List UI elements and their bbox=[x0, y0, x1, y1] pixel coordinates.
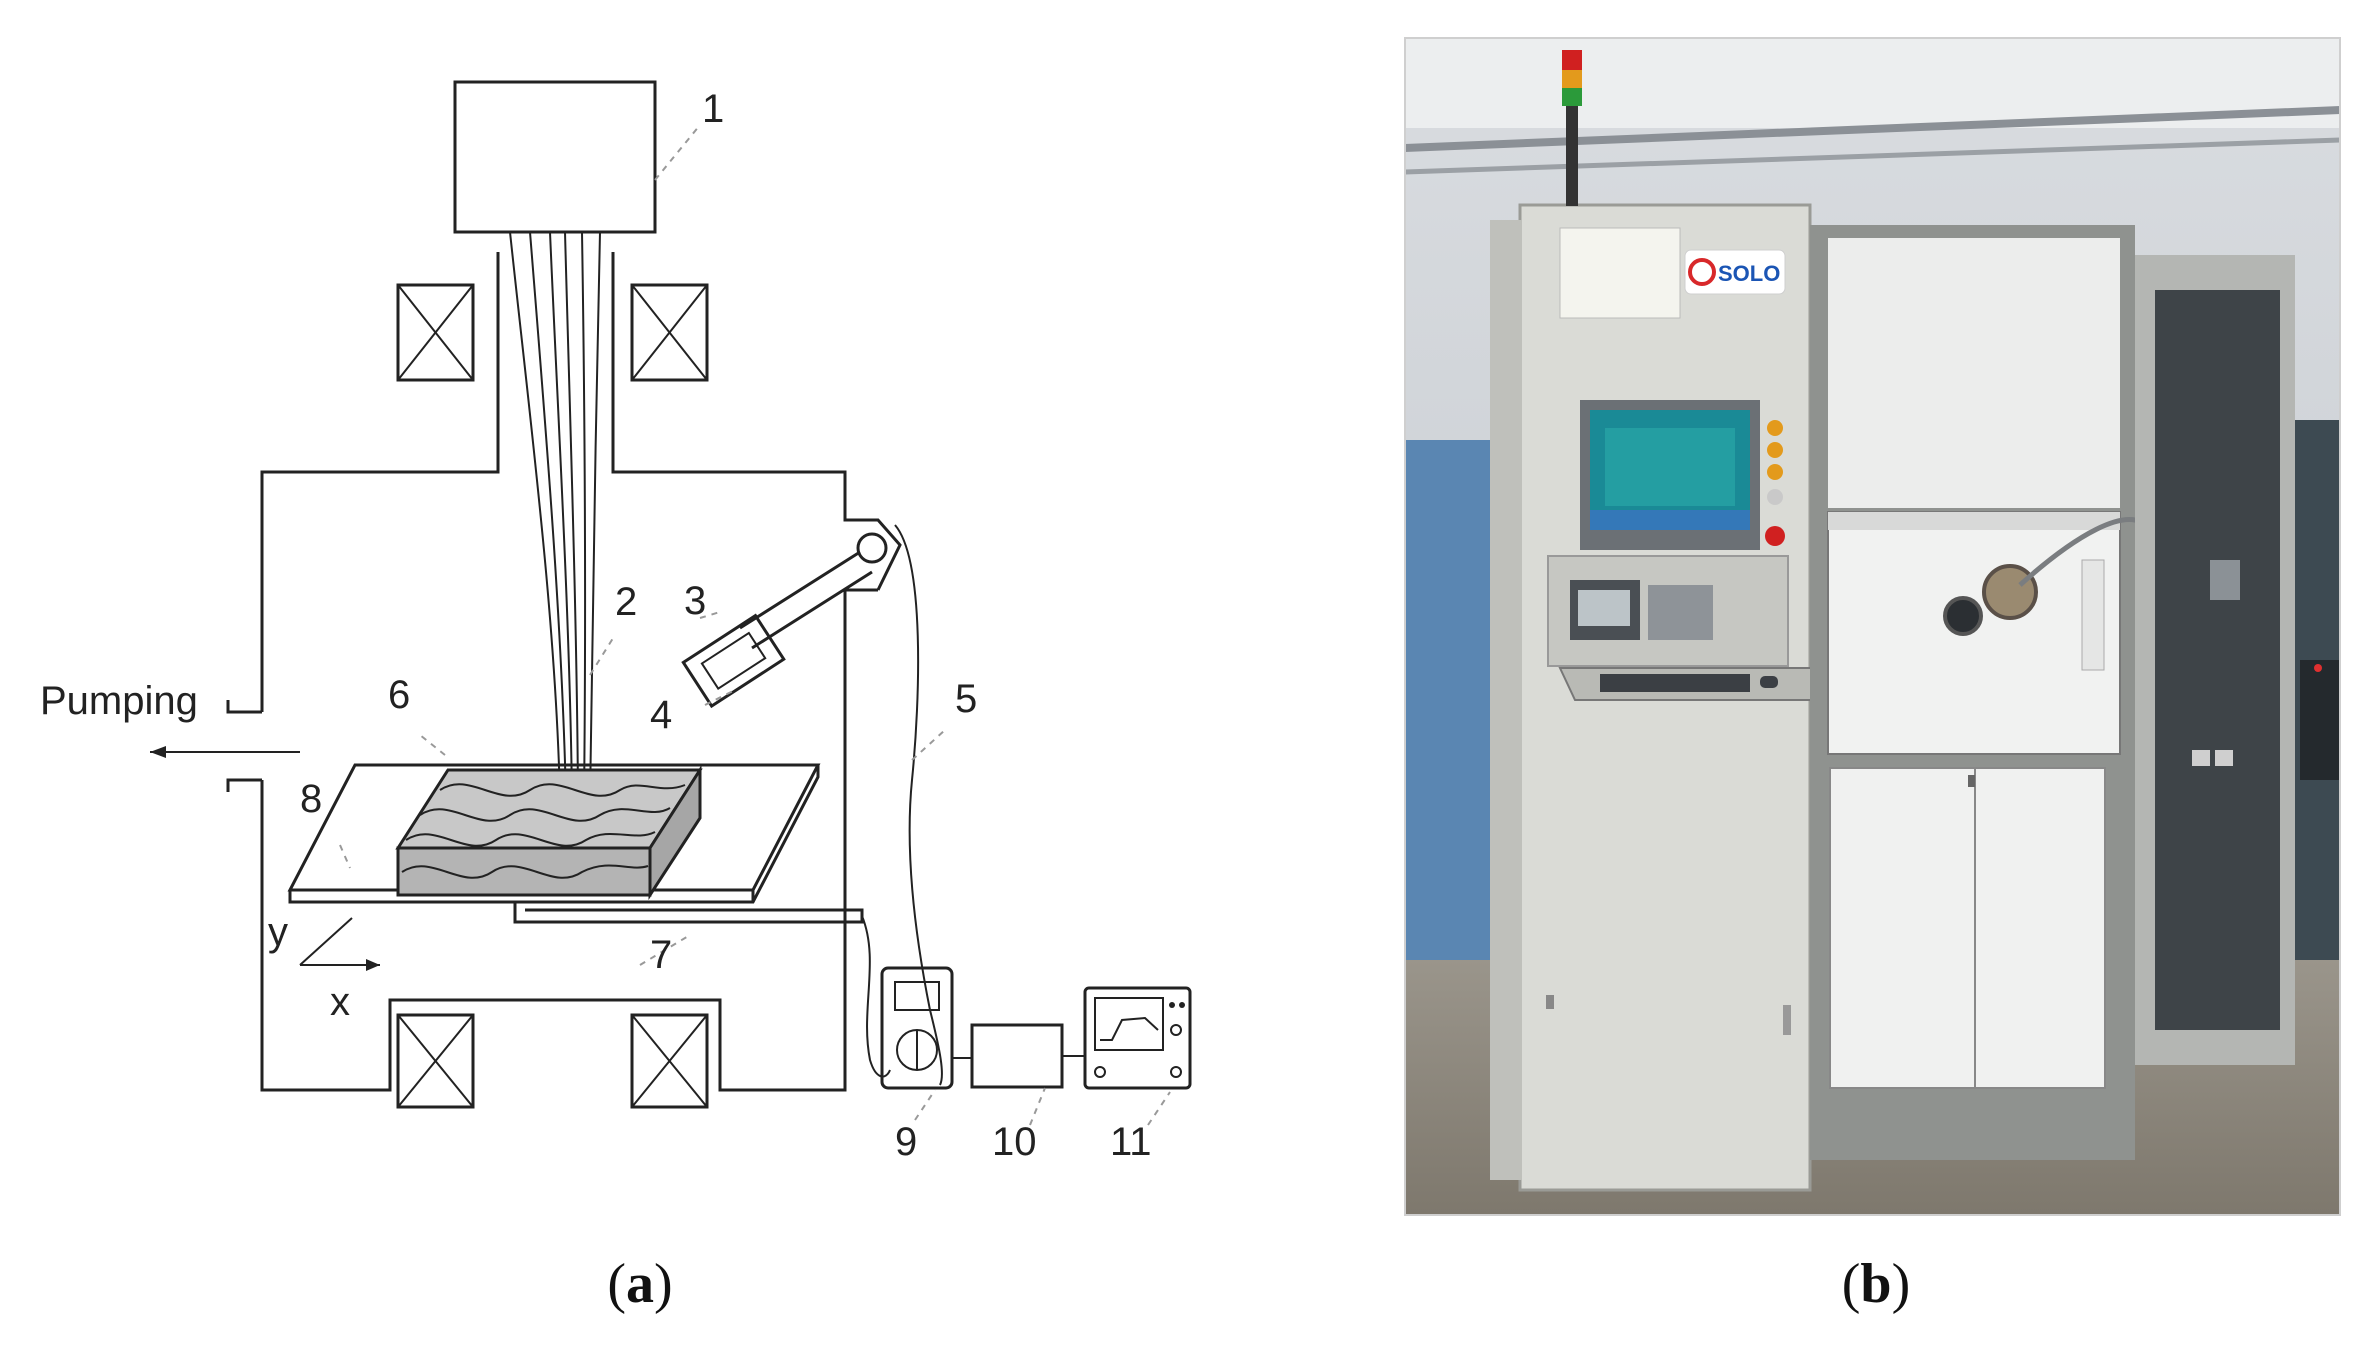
mouse[interactable] bbox=[1760, 676, 1778, 688]
table-drive-rod bbox=[513, 902, 864, 924]
label-4: 4 bbox=[650, 693, 672, 737]
axis-y-label: y bbox=[268, 910, 288, 954]
chamber-door bbox=[1827, 511, 2121, 755]
indicator-button-2[interactable] bbox=[1767, 442, 1783, 458]
cabinet-notice-sheet bbox=[1559, 227, 1681, 319]
lower-door-lock[interactable] bbox=[1968, 775, 1975, 787]
coordinate-axes: x y bbox=[268, 910, 380, 1024]
label-8: 8 bbox=[300, 777, 322, 821]
door-top-strip bbox=[1828, 512, 2120, 530]
indicator-button-4[interactable] bbox=[1767, 489, 1783, 505]
electron-beam bbox=[509, 231, 601, 801]
right-panel-meter-3 bbox=[2215, 750, 2233, 766]
chamber-upper-panel bbox=[1828, 238, 2120, 508]
lower-cabinet-door-left bbox=[1829, 767, 1976, 1089]
cabinet-hinge bbox=[1783, 1005, 1791, 1035]
label-2: 2 bbox=[615, 580, 637, 624]
indicator-button-1[interactable] bbox=[1767, 420, 1783, 436]
solo-logo: SOLO bbox=[1684, 249, 1786, 295]
label-5: 5 bbox=[955, 677, 977, 721]
bottom-coil-left bbox=[396, 1013, 475, 1109]
photo-pipe-2 bbox=[1405, 137, 2340, 175]
label-1: 1 bbox=[702, 87, 724, 131]
label-11: 11 bbox=[1110, 1120, 1152, 1164]
label-10: 10 bbox=[992, 1120, 1037, 1164]
caption-a-close: ) bbox=[654, 1253, 673, 1315]
signal-cable bbox=[894, 524, 943, 1086]
photo-border bbox=[1404, 37, 2341, 1216]
caption-b-close: ) bbox=[1892, 1253, 1911, 1315]
right-panel-meter-1 bbox=[2210, 560, 2240, 600]
label-3: 3 bbox=[684, 579, 706, 623]
oscilloscope-display bbox=[1578, 590, 1630, 626]
label-6: 6 bbox=[388, 673, 410, 717]
electron-gun-box bbox=[453, 80, 657, 234]
hmi-status-bar bbox=[1590, 510, 1750, 530]
indicator-button-3[interactable] bbox=[1767, 464, 1783, 480]
viewport-window bbox=[1943, 596, 1983, 636]
solo-logo-text: SOLO bbox=[1718, 261, 1780, 286]
amplifier-rack bbox=[1648, 585, 1713, 640]
panel-b-photo: SOLO bbox=[1404, 37, 2341, 1315]
cabinet-lock-left[interactable] bbox=[1546, 995, 1554, 1009]
right-cabinet-glass-door bbox=[2155, 290, 2280, 1030]
keyboard[interactable] bbox=[1600, 674, 1750, 692]
leader-lines bbox=[339, 124, 1171, 1126]
caption-a-open: ( bbox=[607, 1253, 626, 1315]
photo-pipe-1 bbox=[1405, 106, 2340, 152]
pumping-label: Pumping bbox=[40, 679, 198, 723]
temperature-sensor-arm bbox=[681, 518, 902, 709]
right-panel-meter-2 bbox=[2192, 750, 2210, 766]
oscilloscope bbox=[1083, 986, 1192, 1090]
pumping-arrow-head bbox=[150, 746, 166, 758]
caption-a: (a) bbox=[607, 1253, 672, 1315]
caption-a-letter: a bbox=[626, 1253, 654, 1315]
multimeter bbox=[880, 966, 954, 1090]
door-label-strip bbox=[2081, 559, 2105, 671]
panel-a-schematic: Pumping bbox=[40, 80, 1192, 1315]
caption-b: (b) bbox=[1842, 1253, 1910, 1315]
label-7: 7 bbox=[650, 933, 672, 977]
right-wall-equipment bbox=[2300, 660, 2340, 780]
caption-b-open: ( bbox=[1842, 1253, 1861, 1315]
focusing-coil-left bbox=[396, 283, 475, 382]
bottom-coil-right bbox=[630, 1013, 709, 1109]
status-light-tower bbox=[1562, 50, 1582, 206]
control-cabinet-side bbox=[1490, 220, 1522, 1180]
workpiece bbox=[395, 764, 703, 901]
caption-b-letter: b bbox=[1860, 1253, 1891, 1315]
label-9: 9 bbox=[895, 1120, 917, 1164]
lower-cabinet-door-right bbox=[1974, 767, 2106, 1089]
hmi-diagram bbox=[1605, 428, 1735, 506]
axis-x-label: x bbox=[330, 980, 350, 1024]
pumping-port bbox=[226, 700, 262, 792]
amplifier-box bbox=[970, 1023, 1064, 1089]
focusing-coil-right bbox=[630, 283, 709, 382]
red-indicator-led bbox=[2314, 664, 2322, 672]
emergency-stop-button[interactable] bbox=[1765, 526, 1785, 546]
sensor-port-flange bbox=[1982, 564, 2038, 620]
signal-cable-2 bbox=[861, 915, 891, 1078]
